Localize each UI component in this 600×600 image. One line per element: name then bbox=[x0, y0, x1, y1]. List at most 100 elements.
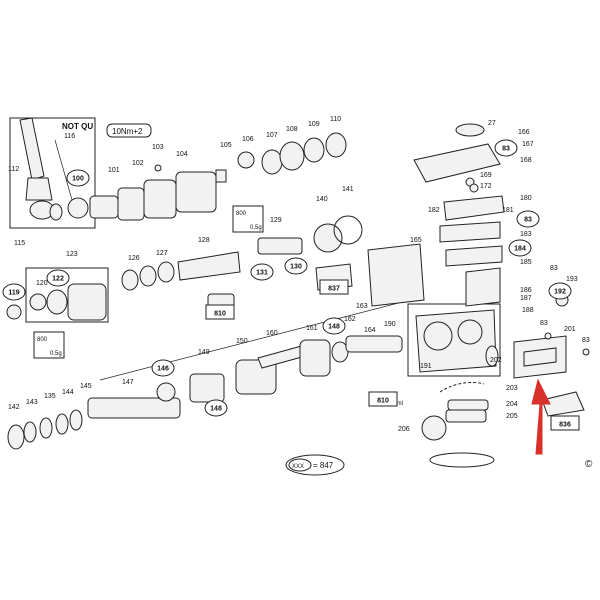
part-number-label: 142 bbox=[8, 404, 20, 411]
note-not-qu: NOT QU bbox=[62, 122, 93, 131]
part-number-label: 150 bbox=[236, 338, 248, 345]
svg-text:836: 836 bbox=[559, 422, 571, 429]
part-number-label: 102 bbox=[132, 160, 144, 167]
boxed-part-label: 810 bbox=[205, 304, 235, 320]
chain-belt-parts bbox=[421, 381, 495, 468]
part-number-label: 183 bbox=[520, 231, 532, 238]
part-number-label: 112 bbox=[8, 166, 19, 173]
part-number-label: 144 bbox=[62, 389, 74, 396]
circled-part-label: 131 bbox=[250, 263, 274, 281]
gear-housing-parts bbox=[6, 251, 241, 321]
boxed-part-label: 810 bbox=[368, 391, 398, 407]
part-number-label: 161 bbox=[306, 325, 318, 332]
side-cover-parts bbox=[513, 293, 590, 417]
part-number-label: 186 bbox=[520, 287, 532, 294]
grease-note-1: 800 0.5g bbox=[232, 205, 264, 233]
frame-left-top bbox=[9, 117, 96, 229]
circled-part-label: 119 bbox=[2, 283, 26, 301]
top-row-parts bbox=[67, 132, 347, 221]
part-number-label: 182 bbox=[428, 207, 440, 214]
svg-text:810: 810 bbox=[377, 398, 389, 405]
part-number-label: 83 bbox=[582, 337, 590, 344]
part-number-label: 103 bbox=[152, 144, 164, 151]
part-number-label: 204 bbox=[506, 401, 518, 408]
svg-text:148: 148 bbox=[210, 406, 222, 413]
part-number-label: 120 bbox=[36, 280, 48, 287]
part-number-label: 164 bbox=[364, 327, 376, 334]
part-number-label: 109 bbox=[308, 121, 320, 128]
part-number-label: 167 bbox=[522, 141, 534, 148]
part-number-label: 141 bbox=[342, 186, 354, 193]
part-number-label: 193 bbox=[566, 276, 578, 283]
svg-text:122: 122 bbox=[52, 276, 64, 283]
svg-text:810: 810 bbox=[214, 311, 226, 318]
circled-part-label: 100 bbox=[66, 169, 90, 187]
grease-note-text: 0.5g bbox=[50, 351, 62, 357]
svg-text:837: 837 bbox=[328, 286, 340, 293]
part-number-label: 160 bbox=[266, 330, 278, 337]
part-number-label: 191 bbox=[420, 363, 432, 370]
svg-text:184: 184 bbox=[514, 246, 526, 253]
motor-housing-parts bbox=[415, 267, 501, 373]
part-number-label: 135 bbox=[44, 393, 56, 400]
part-number-label: 104 bbox=[176, 151, 188, 158]
part-number-label: 128 bbox=[198, 237, 210, 244]
circled-part-labels: 100 119 122 131 130 148 146 148 83 83 184 192 bbox=[2, 139, 572, 417]
boxed-part-labels: 837 810 810 836 bbox=[205, 279, 580, 431]
part-number-label: 101 bbox=[108, 167, 120, 174]
part-number-label: 187 bbox=[520, 295, 532, 302]
part-number-label: 163 bbox=[356, 303, 368, 310]
part-number-label: 162 bbox=[344, 316, 356, 323]
side-handle-assembly bbox=[19, 117, 73, 221]
circled-part-label: 83 bbox=[516, 210, 540, 228]
part-number-label: 172 bbox=[480, 183, 492, 190]
torque-note-box bbox=[106, 123, 152, 138]
boxed-part-label: 836 bbox=[550, 415, 580, 431]
part-number-label: 203 bbox=[506, 385, 518, 392]
svg-text:83: 83 bbox=[502, 146, 510, 153]
grease-note-text: 800 bbox=[37, 337, 48, 343]
svg-text:119: 119 bbox=[8, 290, 19, 297]
part-number-label: 110 bbox=[330, 116, 341, 123]
svg-text:146: 146 bbox=[157, 366, 169, 373]
part-number-label: 188 bbox=[522, 307, 534, 314]
grease-note-2: 800 0.5g bbox=[33, 331, 65, 359]
circled-part-label: 148 bbox=[322, 317, 346, 335]
svg-text:192: 192 bbox=[554, 289, 566, 296]
part-number-label: 147 bbox=[122, 379, 134, 386]
part-number-label: 140 bbox=[316, 196, 328, 203]
part-number-label: 181 bbox=[502, 207, 514, 214]
circled-part-label: 148 bbox=[204, 399, 228, 417]
circled-part-label: 192 bbox=[548, 282, 572, 300]
svg-text:130: 130 bbox=[290, 264, 302, 271]
circled-part-label: 130 bbox=[284, 257, 308, 275]
circled-part-label: 83 bbox=[494, 139, 518, 157]
part-number-label: 129 bbox=[270, 217, 282, 224]
part-number-label: 149 bbox=[198, 349, 210, 356]
circled-part-label: 184 bbox=[508, 239, 532, 257]
part-number-label: 108 bbox=[286, 126, 298, 133]
legend-note: = 847 bbox=[313, 461, 334, 470]
legend-symbol-ring bbox=[288, 458, 312, 472]
highlight-arrow bbox=[531, 378, 551, 455]
part-number-label: 116 bbox=[64, 133, 75, 140]
part-number-label: 205 bbox=[506, 413, 518, 420]
grease-note-text: 0.5g bbox=[250, 225, 262, 231]
svg-text:148: 148 bbox=[328, 324, 340, 331]
spindle-parts bbox=[7, 335, 403, 450]
part-number-label: 166 bbox=[518, 129, 530, 136]
part-number-label: 106 bbox=[242, 136, 254, 143]
frame-middle-left bbox=[25, 267, 109, 323]
circled-part-label: 146 bbox=[151, 359, 175, 377]
part-number-label: 202 bbox=[490, 357, 502, 364]
part-number-label: 201 bbox=[564, 326, 576, 333]
part-number-label: 180 bbox=[520, 195, 532, 202]
part-number-label: 185 bbox=[520, 259, 532, 266]
part-number-labels: 1161121151011021031041051061071081091102… bbox=[8, 116, 590, 433]
part-number-label: 105 bbox=[220, 142, 232, 149]
part-number-label: 127 bbox=[156, 250, 168, 257]
boxed-part-label: 837 bbox=[319, 279, 349, 295]
legend-ellipse bbox=[285, 454, 345, 476]
svg-text:131: 131 bbox=[256, 270, 268, 277]
part-number-label: 115 bbox=[14, 240, 25, 247]
